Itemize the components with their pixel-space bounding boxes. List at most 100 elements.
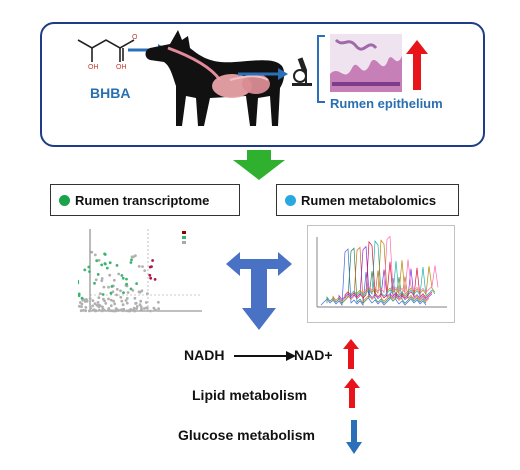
volcano-dot: [129, 261, 133, 264]
metabolomics-dot-icon: [285, 194, 296, 206]
volcano-dot: [119, 289, 122, 293]
volcano-dot: [157, 307, 160, 311]
volcano-dot: [91, 304, 94, 308]
microscope-icon: [292, 57, 312, 86]
chromatogram-trace: [320, 248, 427, 306]
volcano-dot: [96, 301, 100, 304]
volcano-dot: [106, 309, 110, 312]
volcano-dot: [80, 305, 83, 308]
volcano-dot: [102, 285, 106, 289]
volcano-dot: [101, 293, 105, 296]
volcano-dot: [97, 305, 101, 309]
volcano-dot: [97, 308, 101, 312]
bracket-icon: [317, 35, 325, 103]
volcano-dot: [104, 262, 107, 266]
nadh-to-nad-arrow-icon: [234, 351, 296, 361]
arrow-to-microscope-icon: [238, 68, 288, 80]
volcano-dot: [95, 259, 99, 263]
o-label: O: [132, 34, 138, 41]
volcano-dot: [95, 303, 99, 307]
chromatogram-trace: [344, 240, 433, 299]
chromatogram-trace: [350, 240, 436, 297]
glucose-label: Glucose metabolism: [178, 427, 315, 443]
volcano-dot: [89, 306, 92, 310]
volcano-dot: [96, 273, 100, 276]
volcano-dot: [138, 303, 142, 307]
volcano-dot: [109, 291, 113, 295]
volcano-dot: [97, 296, 101, 299]
volcano-dot: [109, 304, 113, 308]
volcano-dot: [112, 309, 115, 313]
volcano-dot: [154, 308, 157, 312]
volcano-dot: [142, 307, 146, 310]
volcano-dot: [124, 299, 128, 302]
volcano-dot: [144, 301, 148, 304]
volcano-dot: [107, 285, 110, 289]
volcano-dot: [84, 309, 88, 312]
volcano-dot: [139, 305, 143, 309]
chromatogram-traces: [320, 235, 439, 306]
volcano-dot: [85, 298, 88, 301]
volcano-dot: [94, 278, 98, 282]
volcano-dot: [105, 266, 109, 270]
volcano-dot: [80, 296, 84, 300]
volcano-dot: [151, 259, 154, 262]
volcano-dot: [137, 290, 141, 294]
volcano-dot: [132, 306, 136, 310]
volcano-plot-thumbnail: [78, 225, 206, 323]
volcano-dot: [121, 303, 125, 307]
volcano-dot: [135, 282, 138, 285]
volcano-dot: [78, 304, 81, 308]
volcano-dot: [115, 293, 118, 297]
volcano-dot: [119, 295, 123, 299]
volcano-dot: [125, 282, 128, 286]
volcano-dot: [84, 306, 88, 309]
volcano-dot: [149, 309, 152, 313]
volcano-dot: [79, 309, 83, 313]
volcano-dot: [78, 292, 81, 296]
volcano-dot: [120, 299, 124, 303]
volcano-dot: [90, 250, 94, 254]
epithelium-increase-arrow-icon: [406, 40, 428, 90]
volcano-dot: [134, 254, 137, 257]
oh-label-2: OH: [116, 64, 127, 71]
experiment-panel: [40, 22, 485, 147]
bhba-molecule-icon: [77, 39, 135, 62]
volcano-dot: [81, 298, 85, 302]
nad-increase-arrow-icon: [343, 339, 359, 369]
volcano-dot: [130, 258, 133, 262]
volcano-dot: [83, 300, 87, 303]
volcano-dot: [141, 265, 144, 268]
volcano-dot: [108, 273, 112, 277]
transcriptome-dot-icon: [59, 194, 70, 206]
lipid-label: Lipid metabolism: [192, 387, 308, 403]
transcriptome-header: Rumen transcriptome: [50, 184, 240, 216]
volcano-dot: [104, 302, 108, 305]
volcano-dot: [119, 308, 123, 312]
volcano-dot: [88, 270, 91, 273]
volcano-dot: [148, 273, 152, 277]
volcano-dot: [93, 281, 96, 285]
transcriptome-label: Rumen transcriptome: [75, 192, 210, 208]
volcano-dot: [100, 279, 104, 283]
nadh-label: NADH: [184, 347, 225, 363]
glucose-decrease-arrow-icon: [346, 420, 362, 454]
volcano-dot: [130, 255, 134, 259]
volcano-dot: [143, 269, 147, 272]
volcano-dot: [99, 292, 102, 295]
volcano-dot: [87, 265, 91, 269]
volcano-dot: [121, 276, 125, 280]
metabolomics-label: Rumen metabolomics: [301, 192, 437, 208]
chromatogram-trace: [338, 245, 433, 301]
volcano-dot: [91, 299, 95, 302]
volcano-dot: [100, 277, 104, 280]
volcano-dot: [135, 305, 139, 308]
volcano-dot: [97, 258, 101, 262]
volcano-dot: [100, 263, 104, 267]
volcano-dot: [125, 297, 129, 300]
volcano-dot: [135, 307, 138, 310]
volcano-dot: [114, 307, 118, 311]
volcano-dot: [92, 308, 96, 312]
histology-image: [330, 34, 402, 92]
